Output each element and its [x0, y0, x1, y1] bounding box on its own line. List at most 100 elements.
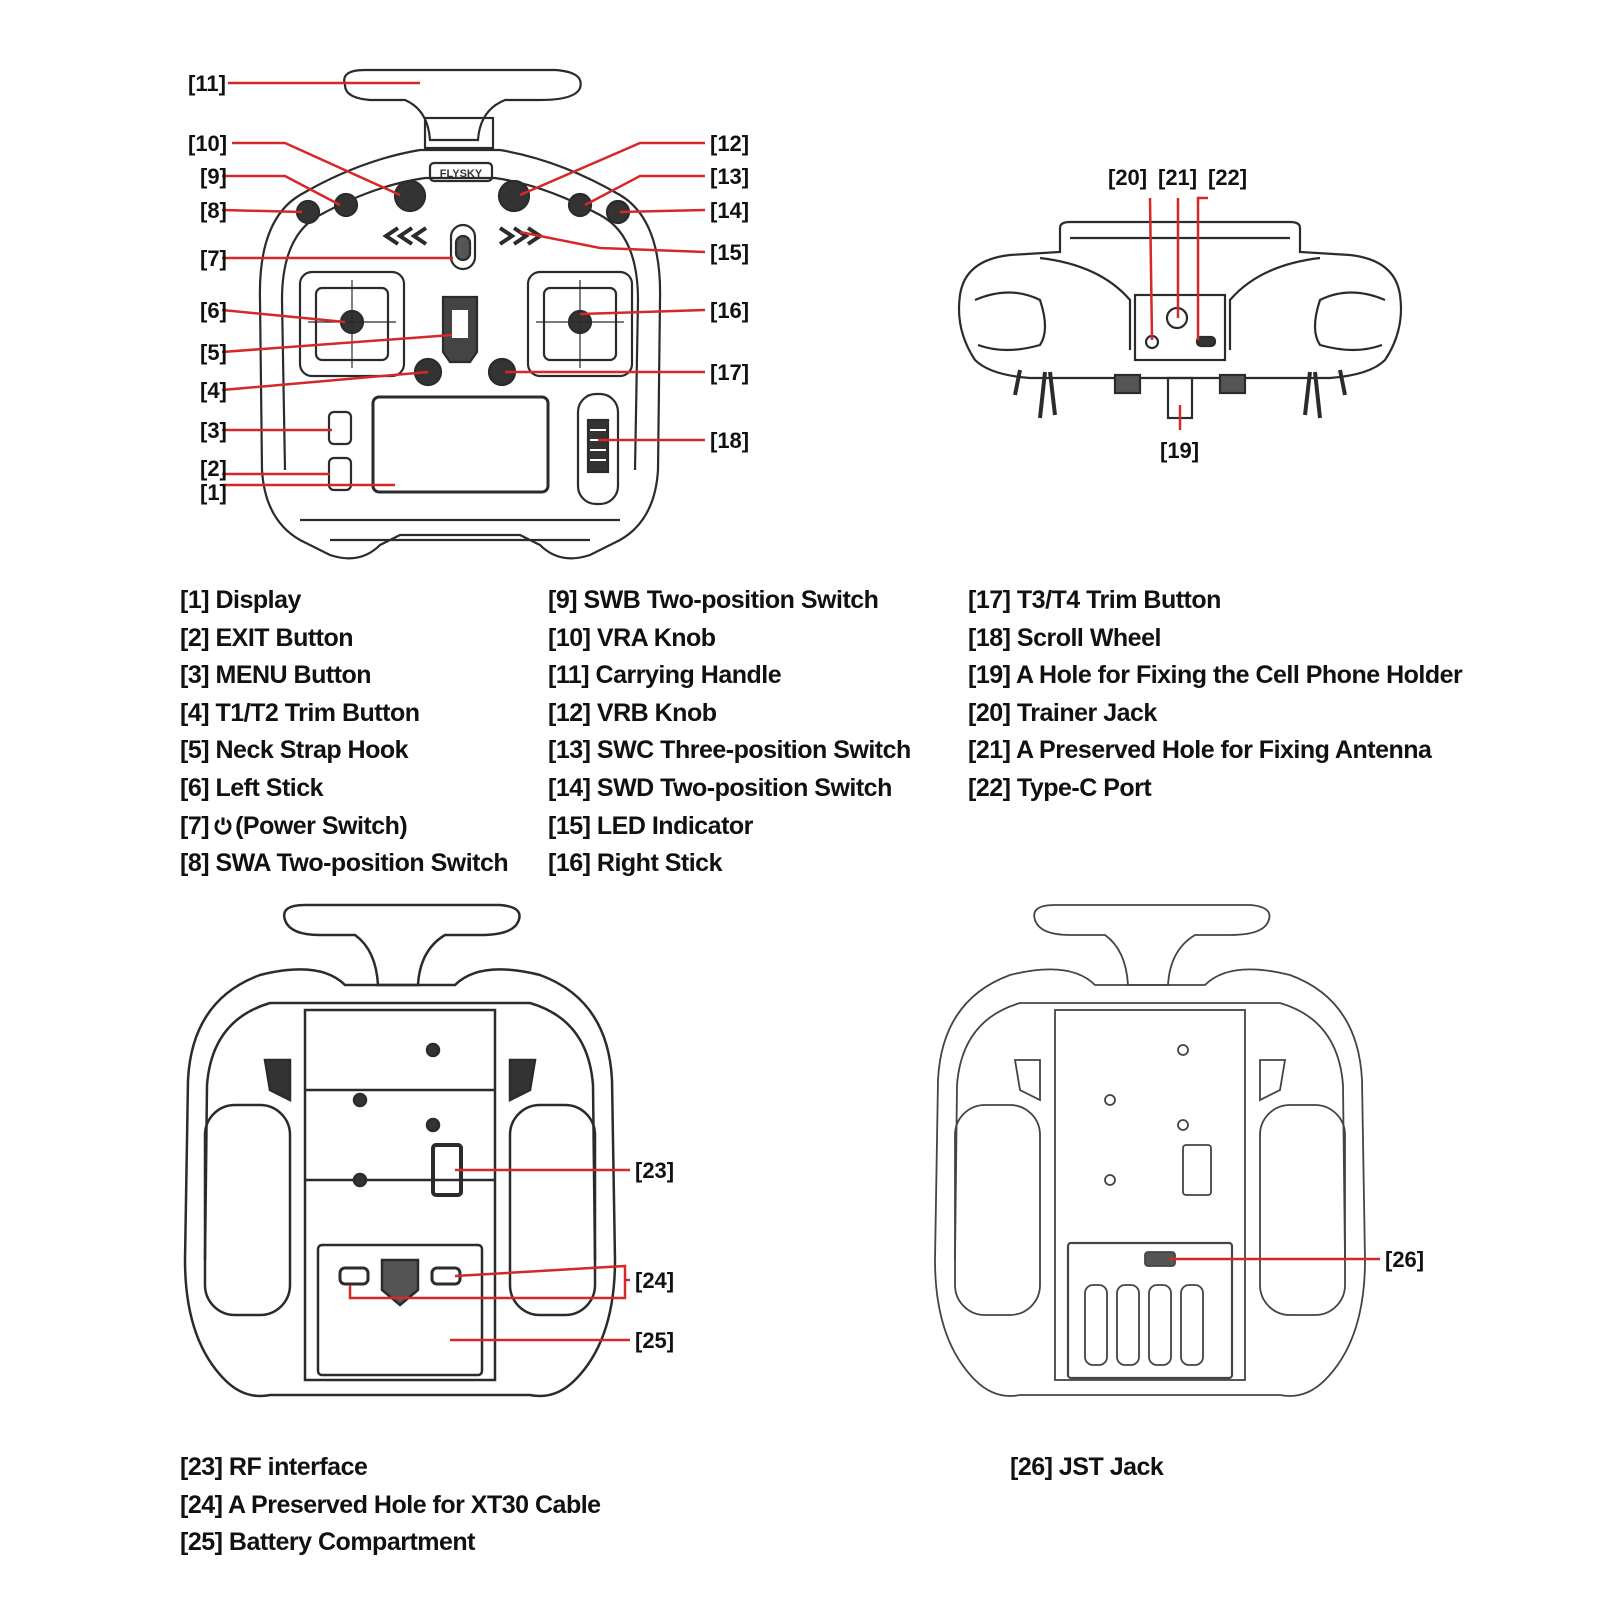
top-leaders — [1148, 196, 1208, 430]
callout-16: [16] — [710, 298, 749, 323]
callout-6: [6] — [200, 298, 227, 323]
front-handle-stem — [423, 116, 495, 150]
top-body-outline — [957, 220, 1403, 380]
open-back-handle — [1033, 904, 1271, 986]
callout-7: [7] — [200, 246, 227, 271]
legend-item-23: [23] RF interface — [180, 1453, 368, 1481]
front-leaders — [221, 81, 706, 487]
power-switch-icon — [449, 223, 477, 271]
legend-item-11: [11] Carrying Handle — [548, 661, 782, 690]
legend-column-5: [26] JST Jack — [1010, 1449, 1164, 1487]
top-left-grip — [974, 291, 1047, 352]
legend-item-8: [8] SWA Two-position Switch — [180, 849, 509, 878]
legend-item-7-number: [7] — [180, 811, 210, 840]
callout-12: [12] — [710, 131, 749, 156]
vra-knob-icon — [393, 179, 427, 213]
legend-item-6: [6] Left Stick — [180, 773, 324, 802]
callout-17: [17] — [710, 360, 749, 385]
battery-compartment-icon — [316, 1243, 484, 1377]
back-panel — [303, 1008, 497, 1382]
callout-14: [14] — [710, 198, 749, 223]
front-body-outline — [258, 148, 662, 560]
callout-24: [24] — [635, 1268, 674, 1293]
callout-9: [9] — [200, 164, 227, 189]
open-back-panel — [1054, 1009, 1246, 1381]
legend-item-1: [1] Display — [180, 586, 301, 614]
battery-bay-icon — [1066, 1241, 1234, 1380]
front-view — [258, 68, 662, 560]
battery-cell-4 — [1180, 1284, 1204, 1366]
legend-item-5: [5] Neck Strap Hook — [180, 736, 409, 765]
top-view — [957, 220, 1403, 420]
left-stick-gimbal — [298, 270, 406, 378]
legend-item-7: [7] (Power Switch) — [180, 808, 508, 846]
legend-item-7-text: (Power Switch) — [235, 811, 408, 840]
callout-11: [11] — [188, 71, 226, 96]
legend-item-2: [2] EXIT Button — [180, 623, 354, 652]
callout-23: [23] — [635, 1158, 674, 1183]
callout-22: [22] — [1208, 165, 1247, 190]
scroll-wheel-icon — [586, 418, 610, 474]
swc-switch-icon — [567, 192, 593, 218]
legend-item-17: [17] T3/T4 Trim Button — [968, 586, 1221, 614]
callout-3: [3] — [200, 418, 227, 443]
swb-switch-icon — [333, 192, 359, 218]
callout-8: [8] — [200, 198, 227, 223]
callout-2: [2] — [200, 456, 227, 481]
callout-15: [15] — [710, 240, 749, 265]
menu-button-icon — [327, 410, 353, 446]
vrb-knob-icon — [497, 179, 531, 213]
top-callouts: [20] [21] [22] [19] — [1108, 165, 1247, 463]
legend-item-19: [19] A Hole for Fixing the Cell Phone Ho… — [968, 661, 1463, 690]
back-right-grip — [508, 1103, 597, 1317]
back-callouts: [23] [24] [25] — [635, 1158, 674, 1353]
callout-1: [1] — [200, 480, 227, 505]
back-body-inner — [203, 1001, 597, 1261]
legend-item-15: [15] LED Indicator — [548, 811, 753, 840]
legend-column-2: [9] SWB Two-position Switch [10] VRA Kno… — [548, 582, 911, 883]
front-body-inner — [280, 176, 640, 471]
brand-label: FLYSKY — [440, 168, 483, 180]
battery-cell-2 — [1116, 1284, 1140, 1366]
front-handle — [343, 68, 582, 142]
callout-18: [18] — [710, 428, 749, 453]
front-callouts: [11] [10] [9] [8] [7] [6] [5] [4] [3] [2… — [188, 71, 749, 505]
top-right-grip — [1313, 291, 1386, 352]
callout-21: [21] — [1158, 165, 1197, 190]
power-icon — [214, 817, 232, 835]
legend-item-14: [14] SWD Two-position Switch — [548, 773, 892, 802]
callout-4: [4] — [200, 378, 227, 403]
battery-cell-3 — [1148, 1284, 1172, 1366]
legend-column-1: [1] Display [2] EXIT Button [3] MENU But… — [180, 582, 509, 883]
right-stick-gimbal — [526, 270, 634, 378]
open-back-view — [934, 904, 1366, 1397]
front-bottom-rail — [300, 518, 620, 542]
open-back-body-outline — [934, 968, 1366, 1397]
back-body-outline — [183, 968, 617, 1398]
brand-plate — [428, 161, 494, 183]
legend-item-22: [22] Type-C Port — [968, 773, 1152, 802]
legend-item-3: [3] MENU Button — [180, 661, 372, 690]
back-handle — [282, 903, 521, 987]
callout-26: [26] — [1385, 1247, 1424, 1272]
legend-item-21: [21] A Preserved Hole for Fixing Antenna — [968, 736, 1432, 765]
port-panel — [1133, 293, 1227, 362]
scroll-wheel-housing — [576, 392, 620, 506]
battery-cell-1 — [1084, 1284, 1108, 1366]
back-leaders — [348, 1168, 630, 1342]
legend-item-25: [25] Battery Compartment — [180, 1528, 476, 1557]
legend-item-12: [12] VRB Knob — [548, 698, 717, 727]
legend-item-24: [24] A Preserved Hole for XT30 Cable — [180, 1490, 601, 1519]
legend-column-3: [17] T3/T4 Trim Button [18] Scroll Wheel… — [968, 582, 1463, 808]
legend-item-26: [26] JST Jack — [1010, 1453, 1164, 1481]
callout-10: [10] — [188, 131, 227, 156]
open-back-callouts: [26] — [1385, 1247, 1424, 1272]
open-rf-interface-icon — [1182, 1144, 1212, 1196]
legend-item-10: [10] VRA Knob — [548, 623, 716, 652]
back-left-grip — [203, 1103, 292, 1317]
display-icon — [371, 395, 550, 494]
xt30-hole-left-icon — [338, 1266, 370, 1286]
legend-item-9: [9] SWB Two-position Switch — [548, 586, 879, 614]
